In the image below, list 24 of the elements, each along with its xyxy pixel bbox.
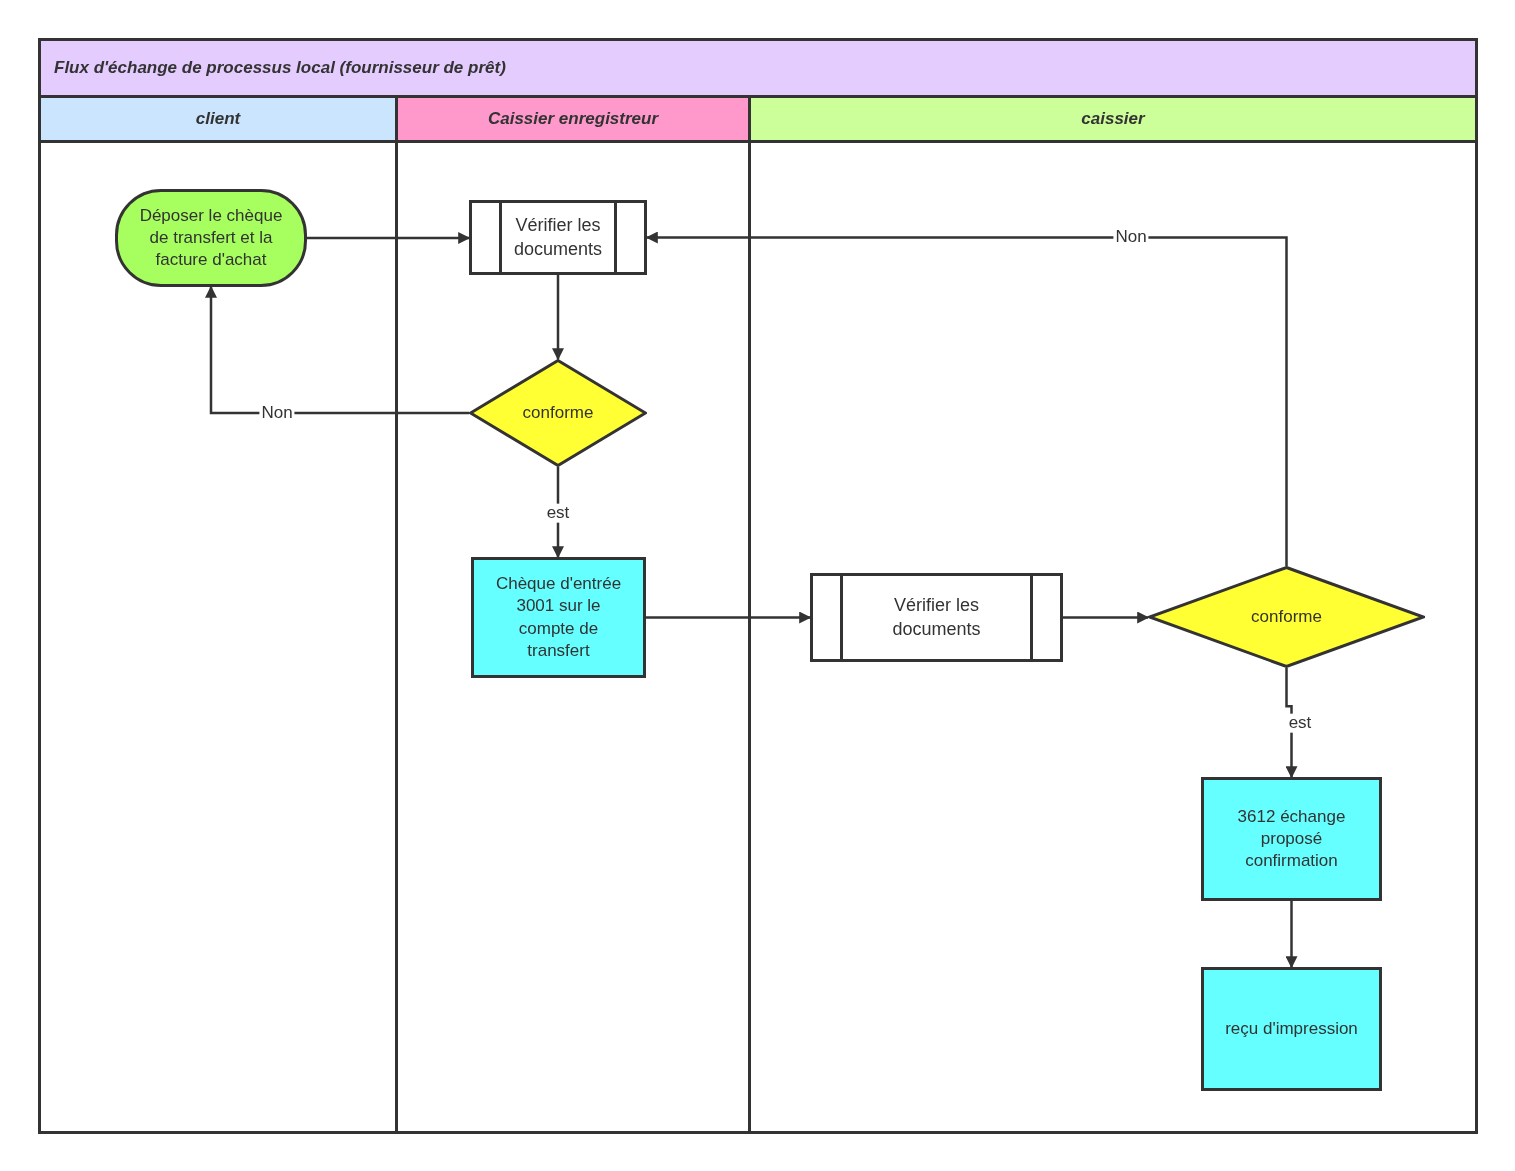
arrow (646, 611, 812, 624)
arrow (205, 285, 469, 415)
process-box: 3612 échange proposé confirmation (1201, 777, 1382, 901)
edge-label: est (544, 503, 572, 523)
arrow (307, 232, 471, 244)
process-box: reçu d'impression (1201, 967, 1382, 1091)
subprocess-box: Vérifier les documents (469, 200, 647, 275)
subprocess-box: Vérifier les documents (810, 573, 1063, 662)
decision-diamond: conforme (1148, 566, 1425, 668)
arrow (552, 275, 564, 361)
swimlane (748, 98, 1475, 1131)
lane-header: client (41, 98, 395, 143)
pool-title: Flux d'échange de processus local (fournisseur de prêt) (41, 41, 1475, 98)
swimlane (395, 98, 748, 1131)
arrow (1063, 611, 1150, 624)
lane-header: caissier (751, 98, 1475, 143)
decision-diamond: conforme (469, 359, 647, 467)
start-terminal: Déposer le chèque de transfert et la facture d'achat (115, 189, 307, 287)
arrow (1285, 901, 1298, 969)
process-box: Chèque d'entrée 3001 sur le compte de transfert (471, 557, 646, 678)
edge-label: est (1286, 713, 1314, 733)
lane-header: Caissier enregistreur (398, 98, 748, 143)
arrow (645, 231, 1288, 566)
pool-frame (38, 38, 1478, 1134)
